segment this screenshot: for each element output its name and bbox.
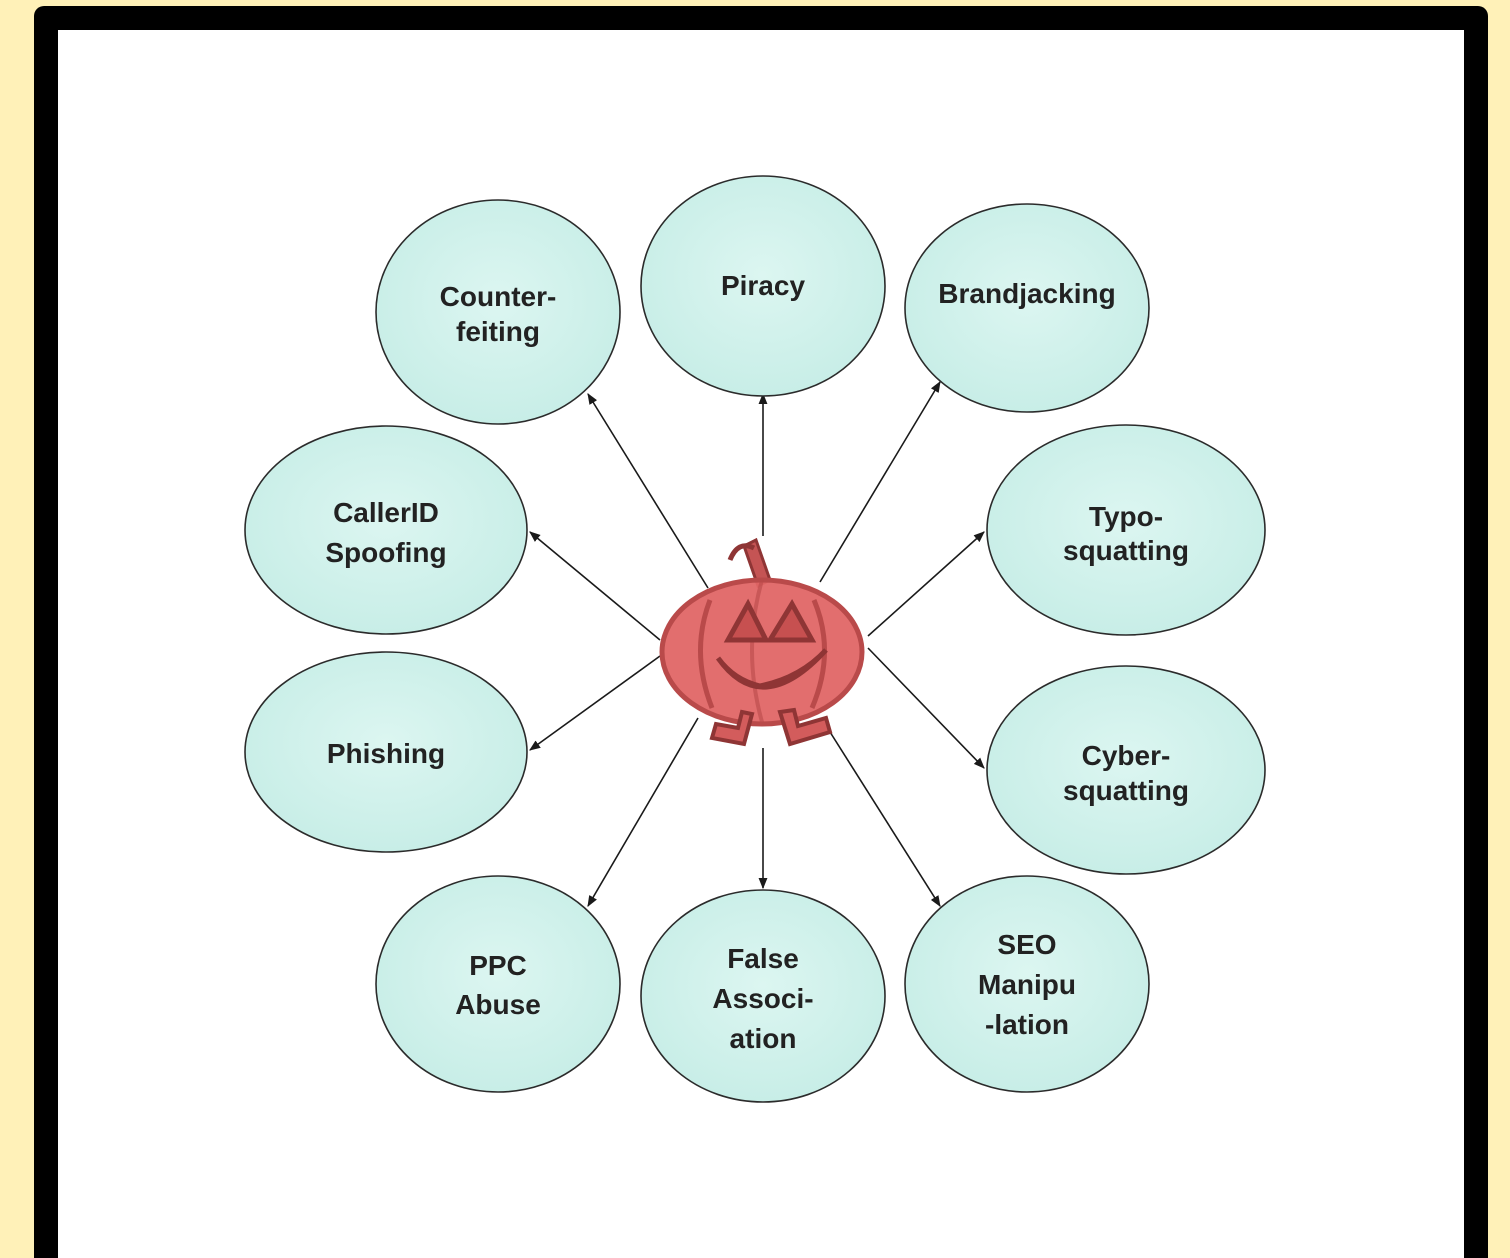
arrow-to-callerid-spoofing: [529, 531, 661, 641]
arrow-to-typosquatting: [867, 531, 985, 637]
node-label-line: Manipu: [978, 969, 1076, 1000]
node-ellipse: [986, 665, 1266, 875]
node-label-line: squatting: [1063, 775, 1189, 806]
node-counterfeiting: Counter-feiting: [375, 199, 621, 425]
jack-o-lantern-icon: [659, 537, 865, 747]
node-ellipse: [244, 425, 528, 635]
node-ellipse: [640, 889, 886, 1103]
node-label-line: squatting: [1063, 535, 1189, 566]
node-cybersquatting: Cyber-squatting: [986, 665, 1266, 875]
node-ellipse: [244, 651, 528, 853]
node-label-line: ation: [730, 1023, 797, 1054]
arrow-to-counterfeiting: [587, 393, 709, 589]
node-callerid-spoofing: CallerID Spoofing: [244, 425, 528, 635]
node-typosquatting: Typo-squatting: [986, 424, 1266, 636]
arrow-to-seo-manipulation: [829, 731, 941, 907]
connector-layer: [529, 381, 985, 907]
node-label-line: False: [727, 943, 799, 974]
node-label-line: Counter-: [440, 281, 557, 312]
arrow-to-cybersquatting: [867, 647, 985, 769]
node-brandjacking: Brandjacking: [904, 203, 1150, 413]
node-ellipse: [640, 175, 886, 397]
node-label-line: Typo-: [1089, 501, 1163, 532]
node-layer: Counter-feiting Piracy BrandjackingTypo-sq…: [244, 175, 1266, 1103]
node-label-line: -lation: [985, 1009, 1069, 1040]
node-label-line: feiting: [456, 316, 540, 347]
node-phishing: Phishing: [244, 651, 528, 853]
arrow-to-ppc-abuse: [587, 717, 699, 907]
node-piracy: Piracy: [640, 175, 886, 397]
arrow-to-phishing: [529, 655, 661, 751]
node-label-line: Brandjacking: [938, 278, 1115, 309]
node-ppc-abuse: PPC Abuse: [375, 875, 621, 1093]
node-label-line: Spoofing: [325, 537, 446, 568]
node-ellipse: [904, 875, 1150, 1093]
node-ellipse: [375, 199, 621, 425]
node-ellipse: [904, 203, 1150, 413]
node-label-line: Phishing: [327, 738, 445, 769]
node-label-line: PPC: [469, 950, 527, 981]
node-label-line: Piracy: [721, 270, 805, 301]
node-label-line: SEO: [997, 929, 1056, 960]
node-ellipse: [986, 424, 1266, 636]
arrow-to-brandjacking: [819, 381, 941, 583]
node-label-line: Abuse: [455, 989, 541, 1020]
node-label-line: CallerID: [333, 497, 439, 528]
node-label-line: Cyber-: [1082, 740, 1171, 771]
node-seo-manipulation: SEO Manipu -lation: [904, 875, 1150, 1093]
node-label-line: Associ-: [712, 983, 813, 1014]
node-ellipse: [375, 875, 621, 1093]
